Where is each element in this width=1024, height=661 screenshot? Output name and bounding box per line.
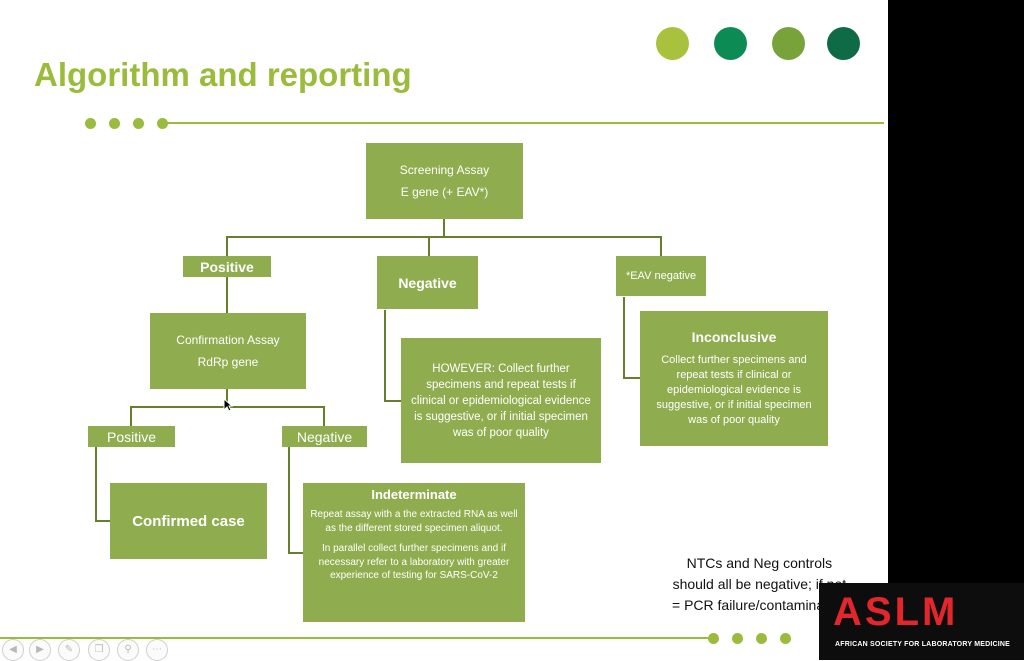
video-letterbox xyxy=(888,0,1024,660)
conf-positive-label-box: Positive xyxy=(88,426,175,447)
accent-circle-1 xyxy=(656,27,689,60)
bottom-rule-dot xyxy=(780,633,791,644)
connector-line xyxy=(130,406,132,426)
eav-negative-label: *EAV negative xyxy=(625,270,697,282)
bottom-rule-dot xyxy=(708,633,719,644)
eav-negative-label-box: *EAV negative xyxy=(616,256,706,296)
screening-assay-box: Screening Assay E gene (+ EAV*) xyxy=(366,143,523,219)
bottom-rule xyxy=(0,637,714,639)
confirmed-case-label: Confirmed case xyxy=(132,512,245,530)
connector-line xyxy=(288,552,303,554)
accent-circle-4 xyxy=(827,27,860,60)
confirmation-assay-line1: Confirmation Assay xyxy=(176,333,280,347)
slide: Algorithm and reporting Screening Assay … xyxy=(0,27,884,661)
rule-dot xyxy=(133,118,144,129)
negative-label: Negative xyxy=(398,274,457,291)
conf-positive-label: Positive xyxy=(106,428,157,445)
inconclusive-box: Inconclusive Collect further specimens a… xyxy=(640,311,828,446)
positive-label: Positive xyxy=(200,258,254,275)
inconclusive-title: Inconclusive xyxy=(691,329,777,345)
negative-label-box: Negative xyxy=(377,256,478,309)
indeterminate-text2: In parallel collect further specimens an… xyxy=(318,543,510,581)
connector-line xyxy=(623,297,625,379)
rule-dot xyxy=(157,118,168,129)
connector-line xyxy=(226,236,228,256)
connector-line xyxy=(384,400,402,402)
indeterminate-box: Indeterminate Repeat assay with a the ex… xyxy=(303,483,525,622)
connector-line xyxy=(95,520,110,522)
confirmation-assay-line2: RdRp gene xyxy=(197,355,259,369)
play-icon[interactable]: ▶ xyxy=(29,639,51,661)
confirmation-assay-box: Confirmation Assay RdRp gene xyxy=(150,313,306,389)
more-icon[interactable]: ⋯ xyxy=(146,639,168,661)
indeterminate-text1: Repeat assay with a the extracted RNA as… xyxy=(310,509,518,534)
connector-line xyxy=(226,277,228,313)
controls-note: NTCs and Neg controls should all be nega… xyxy=(672,553,847,616)
rule-dot xyxy=(85,118,96,129)
title-rule xyxy=(163,122,884,124)
inconclusive-text: Collect further specimens and repeat tes… xyxy=(656,354,812,426)
screening-assay-line1: Screening Assay xyxy=(399,163,490,177)
pen-icon[interactable]: ✎ xyxy=(58,639,80,661)
connector-line xyxy=(660,236,662,256)
connector-line xyxy=(443,219,445,237)
connector-line xyxy=(384,310,386,402)
conf-negative-label-box: Negative xyxy=(282,426,367,447)
connector-line xyxy=(226,236,662,238)
aslm-logo-text: ASLM xyxy=(833,590,959,634)
accent-circle-3 xyxy=(772,27,805,60)
zoom-icon[interactable]: ⚲ xyxy=(117,639,139,661)
mouse-cursor-icon xyxy=(223,398,233,412)
rule-dot xyxy=(109,118,120,129)
aslm-logo-subtitle: AFRICAN SOCIETY FOR LABORATORY MEDICINE xyxy=(835,641,1011,648)
connector-line xyxy=(95,447,97,522)
bottom-rule-dot xyxy=(756,633,767,644)
indeterminate-title: Indeterminate xyxy=(371,487,457,502)
connector-line xyxy=(288,447,290,554)
aslm-logo: ASLM AFRICAN SOCIETY FOR LABORATORY MEDI… xyxy=(819,583,1024,660)
connector-line xyxy=(323,406,325,426)
controls-note-line2: should all be negative; if not xyxy=(672,576,847,592)
confirmed-case-box: Confirmed case xyxy=(110,483,267,559)
connector-line xyxy=(226,389,228,407)
connector-line xyxy=(623,377,640,379)
negative-note-text: HOWEVER: Collect further specimens and r… xyxy=(411,362,591,439)
prev-icon[interactable]: ◀ xyxy=(2,639,24,661)
controls-note-line1: NTCs and Neg controls xyxy=(686,555,833,571)
slide-title: Algorithm and reporting xyxy=(34,56,412,93)
conf-negative-label: Negative xyxy=(296,428,353,445)
bottom-rule-dot xyxy=(732,633,743,644)
copy-icon[interactable]: ❐ xyxy=(88,639,110,661)
screening-assay-line2: E gene (+ EAV*) xyxy=(400,185,489,199)
controls-note-line3: = PCR failure/contamination xyxy=(672,597,847,613)
accent-circle-2 xyxy=(714,27,747,60)
negative-note-box: HOWEVER: Collect further specimens and r… xyxy=(401,338,601,463)
connector-line xyxy=(428,236,430,256)
positive-label-box: Positive xyxy=(183,256,271,277)
